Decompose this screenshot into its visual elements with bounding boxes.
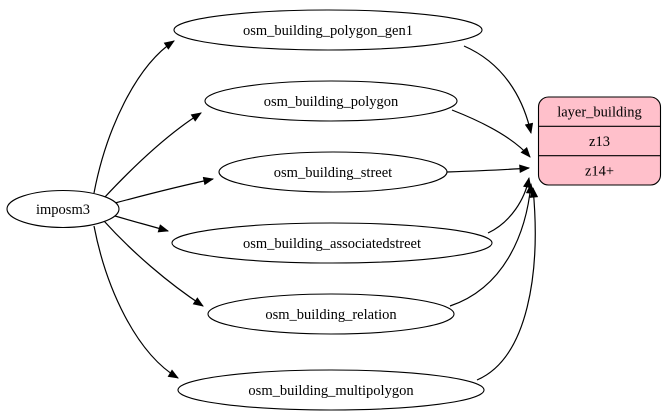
table-ellipse xyxy=(177,369,485,411)
edge-imposm3-to-osm_building_street xyxy=(114,176,215,204)
node-osm_building_polygon: osm_building_polygon xyxy=(204,80,458,122)
table-ellipse xyxy=(207,293,455,335)
edge-osm_building_polygon-to-layer_building-z14 xyxy=(451,109,531,158)
layer-title: layer_building xyxy=(557,105,642,121)
imposm3-label: imposm3 xyxy=(36,202,90,218)
table-label: osm_building_relation xyxy=(265,307,397,323)
node-osm_building_polygon_gen1: osm_building_polygon_gen1 xyxy=(173,9,483,51)
table-ellipse xyxy=(218,151,448,193)
layer-row-z13: z13 xyxy=(589,134,610,150)
table-ellipse xyxy=(173,9,483,51)
edge-osm_building_multipolygon-to-layer_building-z14 xyxy=(476,186,539,381)
edge-imposm3-to-osm_building_multipolygon xyxy=(93,225,179,379)
edge-osm_building_polygon_gen1-to-layer_building-z13 xyxy=(463,45,534,135)
table-label: osm_building_associatedstreet xyxy=(243,236,421,252)
node-imposm3: imposm3 xyxy=(6,189,120,229)
edge-imposm3-to-osm_building_relation xyxy=(103,220,204,307)
table-label: osm_building_street xyxy=(274,165,392,181)
node-osm_building_multipolygon: osm_building_multipolygon xyxy=(177,369,485,411)
node-osm_building_relation: osm_building_relation xyxy=(207,293,455,335)
node-layer_building: layer_building z13 z14+ xyxy=(537,96,662,186)
edge-imposm3-to-osm_building_associatedstreet xyxy=(114,215,170,233)
table-label: osm_building_polygon xyxy=(264,94,399,110)
layer-row-z14: z14+ xyxy=(585,163,614,179)
node-osm_building_street: osm_building_street xyxy=(218,151,448,193)
edge-imposm3-to-osm_building_polygon_gen1 xyxy=(93,40,175,194)
table-label: osm_building_multipolygon xyxy=(248,383,414,399)
table-ellipse xyxy=(171,222,493,264)
node-osm_building_associatedstreet: osm_building_associatedstreet xyxy=(171,222,493,264)
table-ellipse xyxy=(204,80,458,122)
edge-osm_building_relation-to-layer_building-z14 xyxy=(449,182,535,307)
table-label: osm_building_polygon_gen1 xyxy=(243,23,413,39)
edge-imposm3-to-osm_building_polygon xyxy=(103,112,202,199)
imposm3-ellipse xyxy=(6,189,120,229)
layer-record-box xyxy=(537,96,662,186)
edge-osm_building_street-to-layer_building-z14 xyxy=(446,164,531,173)
